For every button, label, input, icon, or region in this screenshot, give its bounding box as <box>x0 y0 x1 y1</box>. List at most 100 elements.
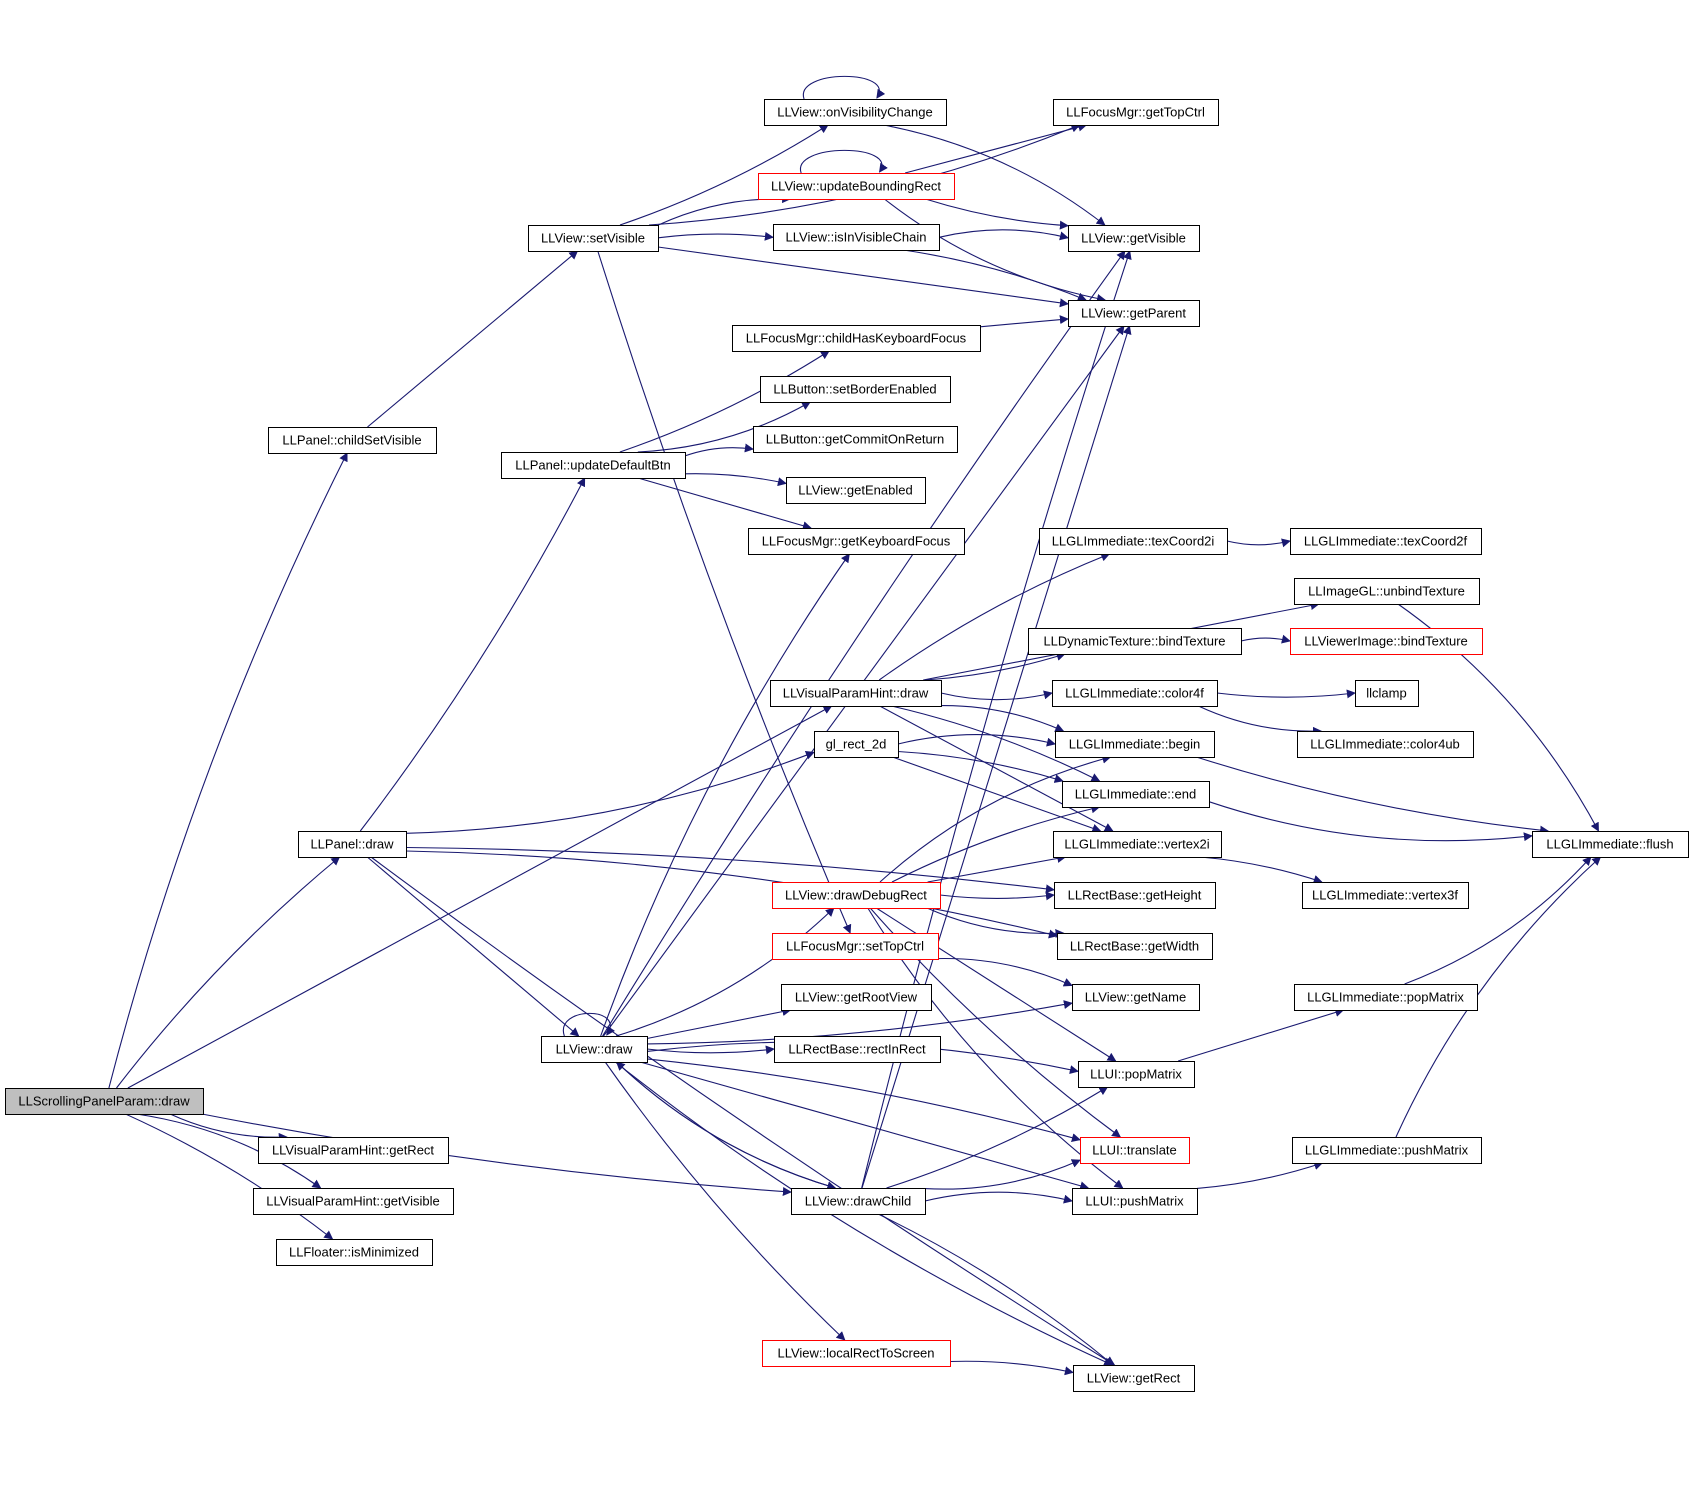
edge-viewDraw-to-rectInRect <box>646 1045 775 1055</box>
edge-drawChild-to-translate <box>924 1159 1081 1190</box>
node-label: LLVisualParamHint::draw <box>783 686 929 701</box>
node-viewGetRect[interactable]: LLView::getRect <box>1073 1365 1195 1392</box>
edge-panelDraw-to-updateDefaultBtn <box>359 477 586 832</box>
node-localRectToScreen[interactable]: LLView::localRectToScreen <box>762 1340 951 1367</box>
node-viewDraw[interactable]: LLView::draw <box>541 1036 648 1063</box>
node-unbindTexture[interactable]: LLImageGL::unbindTexture <box>1294 578 1480 605</box>
node-box <box>762 1340 951 1367</box>
node-color4ub[interactable]: LLGLImmediate::color4ub <box>1297 731 1474 758</box>
edge-drawDebugRect-to-getHeight <box>939 891 1055 901</box>
node-color4f[interactable]: LLGLImmediate::color4f <box>1052 680 1218 707</box>
node-vphDraw[interactable]: LLVisualParamHint::draw <box>770 680 942 707</box>
node-label: LLVisualParamHint::getRect <box>272 1143 434 1158</box>
node-getParent[interactable]: LLView::getParent <box>1068 300 1200 327</box>
node-box <box>1072 1188 1198 1215</box>
node-translate[interactable]: LLUI::translate <box>1080 1137 1190 1164</box>
edge-viewDraw-to-getVisible <box>602 250 1126 1037</box>
node-end[interactable]: LLGLImmediate::end <box>1062 781 1210 808</box>
node-getTopCtrl[interactable]: LLFocusMgr::getTopCtrl <box>1053 99 1219 126</box>
edge-drawDebugRect-to-end <box>891 804 1101 883</box>
node-vertex2i[interactable]: LLGLImmediate::vertex2i <box>1053 831 1222 858</box>
edge-glPushMatrix-to-flush <box>1395 856 1602 1138</box>
node-uiPopMatrix[interactable]: LLUI::popMatrix <box>1078 1061 1195 1088</box>
node-box <box>753 426 958 453</box>
node-box <box>786 477 926 504</box>
node-begin[interactable]: LLGLImmediate::begin <box>1055 731 1215 758</box>
node-box <box>760 376 951 403</box>
node-box <box>774 1036 941 1063</box>
node-flush[interactable]: LLGLImmediate::flush <box>1532 831 1689 858</box>
node-getWidth[interactable]: LLRectBase::getWidth <box>1057 933 1213 960</box>
node-childSetVisible[interactable]: LLPanel::childSetVisible <box>268 427 437 454</box>
node-vertex3f[interactable]: LLGLImmediate::vertex3f <box>1302 882 1469 909</box>
node-label: LLGLImmediate::vertex3f <box>1312 888 1458 903</box>
node-texCoord2i[interactable]: LLGLImmediate::texCoord2i <box>1039 528 1228 555</box>
node-isInVisibleChain[interactable]: LLView::isInVisibleChain <box>773 224 940 251</box>
edge-drawChild-to-viewDraw <box>615 1061 836 1189</box>
node-box <box>1294 984 1478 1011</box>
node-vphGetRect[interactable]: LLVisualParamHint::getRect <box>258 1137 449 1164</box>
node-label: LLRectBase::getHeight <box>1068 888 1202 903</box>
node-label: LLFocusMgr::childHasKeyboardFocus <box>746 331 967 346</box>
node-label: LLButton::setBorderEnabled <box>773 382 936 397</box>
node-getName[interactable]: LLView::getName <box>1072 984 1200 1011</box>
node-getRootView[interactable]: LLView::getRootView <box>781 984 932 1011</box>
node-glPushMatrix[interactable]: LLGLImmediate::pushMatrix <box>1292 1137 1482 1164</box>
node-box <box>814 731 899 758</box>
edge-viewDraw-to-translate <box>646 1058 1081 1143</box>
node-rectInRect[interactable]: LLRectBase::rectInRect <box>774 1036 941 1063</box>
node-getCommitOnReturn[interactable]: LLButton::getCommitOnReturn <box>753 426 958 453</box>
node-setVisible[interactable]: LLView::setVisible <box>528 225 659 252</box>
node-setTopCtrl[interactable]: LLFocusMgr::setTopCtrl <box>772 933 939 960</box>
node-label: LLView::draw <box>556 1042 633 1057</box>
node-box <box>1292 1137 1482 1164</box>
edge-updateBoundingRect-to-updateBoundingRect <box>800 149 888 174</box>
node-getEnabled[interactable]: LLView::getEnabled <box>786 477 926 504</box>
edge-vphDraw-to-begin <box>926 705 1065 732</box>
node-glRect2d[interactable]: gl_rect_2d <box>814 731 899 758</box>
edge-vertex2i-to-vertex3f <box>1200 856 1323 884</box>
edge-childHasKeyboardFocus-to-getParent <box>979 315 1069 328</box>
node-label: LLFocusMgr::setTopCtrl <box>786 939 924 954</box>
node-dynBindTexture[interactable]: LLDynamicTexture::bindTexture <box>1028 628 1242 655</box>
node-getKeyboardFocus[interactable]: LLFocusMgr::getKeyboardFocus <box>748 528 965 555</box>
node-label: LLGLImmediate::end <box>1075 787 1196 802</box>
node-getVisible[interactable]: LLView::getVisible <box>1068 225 1200 252</box>
node-box <box>770 680 942 707</box>
edge-childSetVisible-to-setVisible <box>367 250 579 428</box>
node-label: LLGLImmediate::popMatrix <box>1307 990 1464 1005</box>
node-box <box>1294 578 1480 605</box>
node-label: LLGLImmediate::color4ub <box>1310 737 1460 752</box>
node-box <box>758 173 955 200</box>
node-isMinimized[interactable]: LLFloater::isMinimized <box>276 1239 433 1266</box>
edge-drawChild-to-uiPopMatrix <box>886 1086 1109 1189</box>
edge-color4f-to-llclamp <box>1216 689 1356 699</box>
node-llclamp[interactable]: llclamp <box>1355 680 1419 707</box>
node-updateBoundingRect[interactable]: LLView::updateBoundingRect <box>758 173 955 200</box>
node-box <box>5 1088 204 1115</box>
node-label: LLVisualParamHint::getVisible <box>266 1194 439 1209</box>
node-label: LLView::drawDebugRect <box>785 888 927 903</box>
node-vphGetVisible[interactable]: LLVisualParamHint::getVisible <box>253 1188 454 1215</box>
node-childHasKeyboardFocus[interactable]: LLFocusMgr::childHasKeyboardFocus <box>732 325 981 352</box>
node-texCoord2f[interactable]: LLGLImmediate::texCoord2f <box>1290 528 1482 555</box>
node-setBorderEnabled[interactable]: LLButton::setBorderEnabled <box>760 376 951 403</box>
node-panelDraw[interactable]: LLPanel::draw <box>298 831 407 858</box>
node-viewerBindTexture[interactable]: LLViewerImage::bindTexture <box>1290 628 1483 655</box>
edge-setVisible-to-setTopCtrl <box>597 250 852 934</box>
node-label: LLView::getParent <box>1081 306 1186 321</box>
node-box <box>541 1036 648 1063</box>
node-onVisibilityChange[interactable]: LLView::onVisibilityChange <box>764 99 947 126</box>
node-label: LLView::getRect <box>1087 1371 1181 1386</box>
node-getHeight[interactable]: LLRectBase::getHeight <box>1054 882 1216 909</box>
node-root[interactable]: LLScrollingPanelParam::draw <box>5 1088 204 1115</box>
node-label: LLGLImmediate::flush <box>1546 837 1673 852</box>
node-glPopMatrix[interactable]: LLGLImmediate::popMatrix <box>1294 984 1478 1011</box>
node-updateDefaultBtn[interactable]: LLPanel::updateDefaultBtn <box>501 452 686 479</box>
edge-viewDraw-to-drawDebugRect <box>615 907 835 1037</box>
node-box <box>791 1188 926 1215</box>
node-drawDebugRect[interactable]: LLView::drawDebugRect <box>772 882 941 909</box>
node-drawChild[interactable]: LLView::drawChild <box>791 1188 926 1215</box>
node-uiPushMatrix[interactable]: LLUI::pushMatrix <box>1072 1188 1198 1215</box>
